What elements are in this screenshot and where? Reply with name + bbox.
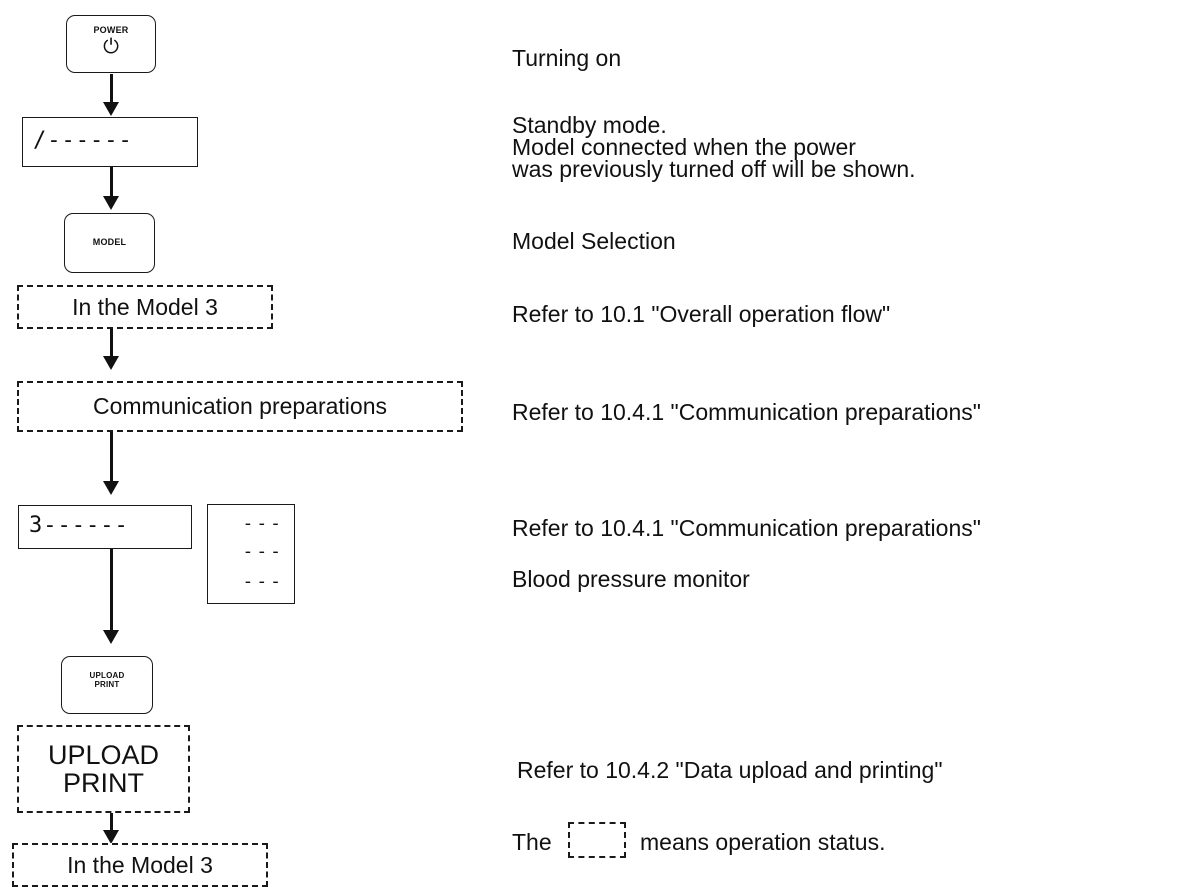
blood-pressure-monitor-display: --- --- --- xyxy=(207,504,295,604)
status-upload-line-2: PRINT xyxy=(63,768,144,798)
bp-display-line-3: --- xyxy=(242,571,284,592)
desc-blood-pressure-monitor: Blood pressure monitor xyxy=(512,566,750,592)
desc-standby-line-1: Standby mode. xyxy=(512,112,667,138)
desc-model-selection: Model Selection xyxy=(512,228,676,254)
flow-arrow-6 xyxy=(110,813,113,835)
power-button-label: POWER xyxy=(93,25,129,35)
status-upload-line-1: UPLOAD xyxy=(47,740,160,770)
upload-print-button[interactable]: UPLOAD PRINT xyxy=(61,656,153,714)
legend-dashed-box xyxy=(568,822,626,858)
status-communication-preparations: Communication preparations xyxy=(17,381,463,432)
desc-turning-on: Turning on xyxy=(512,45,622,71)
flow-arrow-3 xyxy=(110,329,113,359)
flow-arrow-6-head xyxy=(103,830,119,844)
status-in-model-3-bottom: In the Model 3 xyxy=(12,843,268,887)
power-button[interactable]: POWER ⏻ xyxy=(66,15,156,73)
flow-arrow-1-head xyxy=(103,102,119,116)
flow-arrow-5-head xyxy=(103,630,119,644)
status-in-model-3-top: In the Model 3 xyxy=(17,285,273,329)
model-button[interactable]: MODEL xyxy=(64,213,155,273)
power-icon: ⏻ xyxy=(103,34,119,58)
flow-arrow-4 xyxy=(110,432,113,484)
legend-suffix: means operation status. xyxy=(640,829,886,855)
flow-arrow-1 xyxy=(110,74,113,106)
model-button-label: MODEL xyxy=(92,237,127,247)
upload-button-label-line-1: UPLOAD xyxy=(89,671,125,680)
desc-standby-line-3: was previously turned off will be shown. xyxy=(512,156,916,182)
status-upload-print: UPLOAD PRINT xyxy=(17,725,190,813)
desc-refer-communication-1: Refer to 10.4.1 "Communication preparati… xyxy=(512,399,981,425)
upload-button-label-line-2: PRINT xyxy=(94,680,120,689)
desc-refer-data-upload: Refer to 10.4.2 "Data upload and printin… xyxy=(517,757,943,783)
flow-arrow-4-head xyxy=(103,481,119,495)
flow-arrow-2 xyxy=(110,167,113,199)
desc-refer-communication-2: Refer to 10.4.1 "Communication preparati… xyxy=(512,515,981,541)
model-3-display: 3------ xyxy=(18,505,192,549)
flow-arrow-2-head xyxy=(103,196,119,210)
standby-display: /------ xyxy=(22,117,198,167)
desc-refer-overall-flow: Refer to 10.1 "Overall operation flow" xyxy=(512,301,891,327)
flow-arrow-5 xyxy=(110,549,113,633)
flow-arrow-3-head xyxy=(103,356,119,370)
legend-prefix: The xyxy=(512,829,552,855)
bp-display-line-1: --- xyxy=(242,513,284,534)
bp-display-line-2: --- xyxy=(242,541,284,562)
desc-standby-line-2: Model connected when the power xyxy=(512,134,856,160)
